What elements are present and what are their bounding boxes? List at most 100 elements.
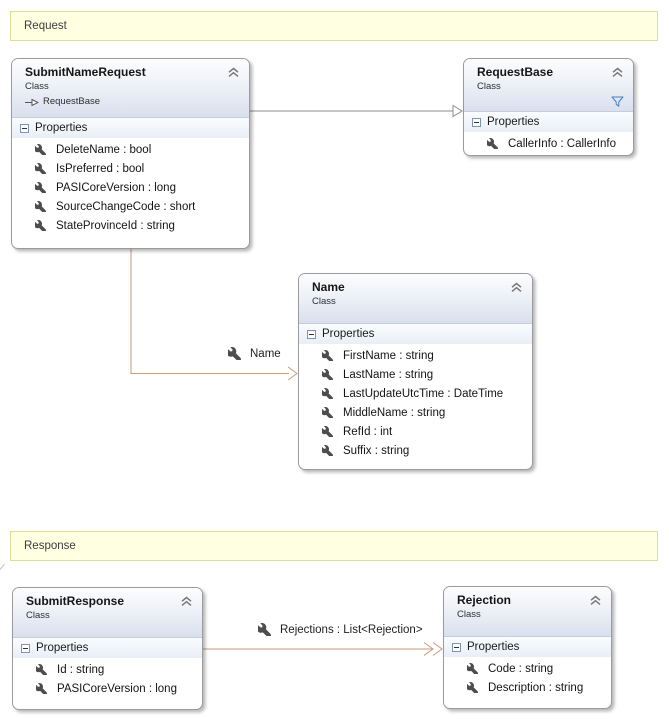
collapse-icon[interactable] [510,282,523,293]
property-wrench-icon [322,350,333,361]
property-label: StateProvinceId : string [56,219,175,232]
properties-section-label: Properties [467,641,520,653]
association-label-name[interactable]: Name [226,347,283,360]
property-label: LastUpdateUtcTime : DateTime [343,387,504,400]
property-wrench-icon [322,445,333,456]
property-wrench-icon [322,369,333,380]
collapse-properties-icon[interactable] [20,123,29,133]
collapse-properties-icon[interactable] [21,643,30,653]
properties-section-header[interactable]: Properties [12,118,249,138]
property-wrench-icon [35,201,46,212]
property-label: Id : string [57,663,105,676]
comment-response[interactable]: Response [10,531,658,561]
property-row[interactable]: PASICoreVersion : long [12,178,249,197]
collapse-icon[interactable] [589,595,602,606]
members-list: DeleteName : bool IsPreferred : bool PAS… [12,138,249,241]
properties-section-header[interactable]: Properties [444,637,611,657]
property-row[interactable]: Id : string [13,660,202,679]
property-wrench-icon [35,144,46,155]
class-stereotype: Class [312,296,336,307]
property-label: IsPreferred : bool [56,162,145,175]
properties-section-label: Properties [35,122,88,134]
association-label-text: Rejections : List<Rejection> [280,623,423,636]
property-label: SourceChangeCode : short [56,200,196,213]
property-row[interactable]: Suffix : string [299,441,532,460]
collapse-properties-icon[interactable] [452,642,461,652]
properties-section-label: Properties [487,116,540,128]
property-row[interactable]: LastUpdateUtcTime : DateTime [299,384,532,403]
association-arrow-name[interactable] [130,249,298,381]
property-label: Code : string [488,662,554,675]
property-wrench-icon [467,682,478,693]
class-title: SubmitNameRequest [25,65,146,79]
filter-icon[interactable] [611,96,624,108]
properties-section-header[interactable]: Properties [464,112,633,132]
property-row[interactable]: SourceChangeCode : short [12,197,249,216]
property-row[interactable]: FirstName : string [299,346,532,365]
properties-section-label: Properties [322,328,375,340]
collapse-icon[interactable] [611,67,624,78]
property-wrench-icon [487,138,498,149]
class-header: Rejection Class [444,587,611,637]
comment-request[interactable]: Request [10,11,658,41]
class-stereotype: Class [26,610,50,621]
property-wrench-icon [35,163,46,174]
base-type-row: RequestBase [25,96,241,108]
property-label: Suffix : string [343,444,410,457]
property-wrench-icon [35,220,46,231]
property-label: DeleteName : bool [56,143,152,156]
class-name[interactable]: Name Class Properties FirstName : string… [298,273,533,470]
comment-response-label: Response [24,540,76,552]
collapse-icon[interactable] [227,67,240,78]
property-row[interactable]: CallerInfo : CallerInfo [464,134,633,153]
comment-request-label: Request [24,20,67,32]
property-wrench-icon [35,182,46,193]
property-label: CallerInfo : CallerInfo [508,137,617,150]
association-label-rejections[interactable]: Rejections : List<Rejection> [256,623,425,636]
association-arrow-rejections[interactable] [203,642,443,656]
property-label: LastName : string [343,368,434,381]
property-label: PASICoreVersion : long [56,181,176,194]
property-wrench-icon [322,426,333,437]
property-wrench-icon [322,407,333,418]
class-header: Name Class [299,274,532,324]
property-label: Description : string [488,681,584,694]
property-row[interactable]: Code : string [444,659,611,678]
property-row[interactable]: Description : string [444,678,611,697]
inheritance-arrow-requestbase[interactable] [250,104,463,118]
class-stereotype: Class [25,81,49,92]
members-list: Id : string PASICoreVersion : long [13,658,202,704]
properties-section-header[interactable]: Properties [299,324,532,344]
class-submitnamerequest[interactable]: SubmitNameRequest Class RequestBase Prop… [11,58,250,249]
members-list: CallerInfo : CallerInfo [464,132,633,155]
class-title: RequestBase [477,65,554,79]
class-title: Name [312,280,345,294]
property-wrench-icon [467,663,478,674]
properties-section-label: Properties [36,642,89,654]
collapse-icon[interactable] [180,596,193,607]
association-label-text: Name [250,347,281,360]
class-submitresponse[interactable]: SubmitResponse Class Properties Id : str… [12,587,203,710]
association-wrench-icon [258,623,271,636]
property-row[interactable]: StateProvinceId : string [12,216,249,235]
class-header: RequestBase Class [464,59,633,112]
property-wrench-icon [36,664,47,675]
property-row[interactable]: RefId : int [299,422,532,441]
property-row[interactable]: LastName : string [299,365,532,384]
property-row[interactable]: PASICoreVersion : long [13,679,202,698]
property-row[interactable]: MiddleName : string [299,403,532,422]
class-requestbase[interactable]: RequestBase Class Properties CallerInfo [463,58,634,156]
property-label: FirstName : string [343,349,434,362]
collapse-properties-icon[interactable] [472,117,481,127]
collapse-properties-icon[interactable] [307,329,316,339]
class-title: Rejection [457,593,512,607]
base-type-label: RequestBase [43,96,101,107]
inherits-icon [25,98,39,106]
property-row[interactable]: DeleteName : bool [12,140,249,159]
property-row[interactable]: IsPreferred : bool [12,159,249,178]
members-list: Code : string Description : string [444,657,611,703]
properties-section-header[interactable]: Properties [13,638,202,658]
class-rejection[interactable]: Rejection Class Properties Code : string… [443,586,612,709]
